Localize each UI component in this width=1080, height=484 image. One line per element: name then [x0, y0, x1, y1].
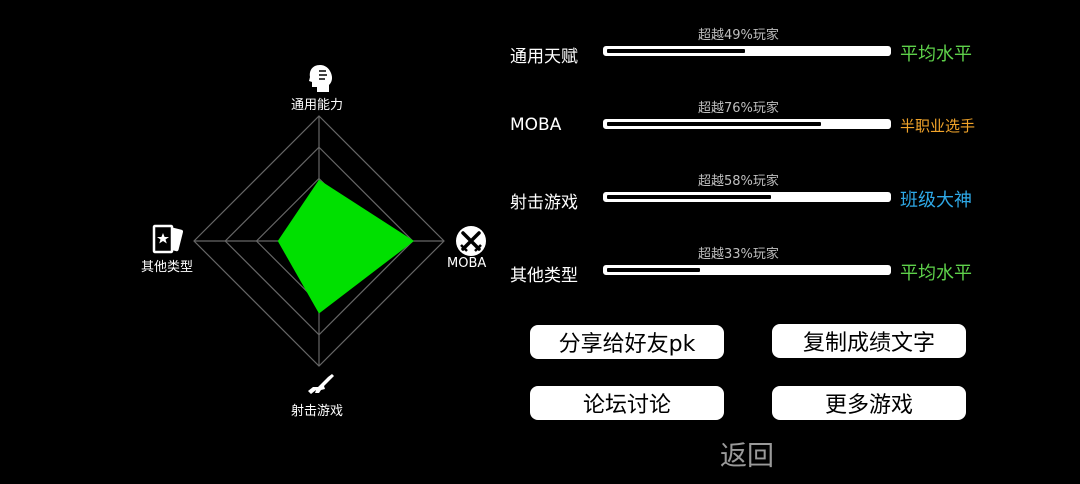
- stat-percentile: 超越49%玩家: [698, 28, 779, 43]
- stat-name: 通用天赋: [510, 47, 578, 67]
- stat-level: 平均水平: [900, 263, 972, 284]
- stat-level: 平均水平: [900, 44, 972, 65]
- stat-name: MOBA: [510, 115, 562, 135]
- stat-row-general: 通用天赋 超越49%玩家 平均水平: [510, 28, 1070, 70]
- radar-chart: [193, 115, 445, 367]
- stat-level: 班级大神: [900, 190, 972, 211]
- axis-label-general: 通用能力: [291, 98, 344, 113]
- stat-level: 半职业选手: [900, 117, 976, 135]
- share-pk-button[interactable]: 分享给好友pk: [530, 325, 724, 359]
- stat-percentile: 超越33%玩家: [698, 247, 779, 262]
- progress-bar: [603, 265, 891, 275]
- axis-label-shooter: 射击游戏: [291, 404, 344, 419]
- more-games-button[interactable]: 更多游戏: [772, 386, 966, 420]
- cards-icon: [152, 224, 183, 254]
- axis-label-other: 其他类型: [141, 260, 194, 275]
- progress-bar-fill: [607, 122, 822, 126]
- progress-bar: [603, 119, 891, 129]
- crossed-swords-icon: [456, 226, 486, 256]
- stat-row-other: 其他类型 超越33%玩家 平均水平: [510, 247, 1070, 289]
- stat-name: 其他类型: [510, 266, 578, 286]
- progress-bar-fill: [607, 268, 701, 272]
- back-button[interactable]: 返回: [720, 441, 774, 472]
- forum-button[interactable]: 论坛讨论: [530, 386, 724, 420]
- radar-data-polygon: [277, 179, 414, 314]
- stat-percentile: 超越58%玩家: [698, 174, 779, 189]
- person-head-icon: [309, 65, 333, 92]
- progress-bar-fill: [607, 195, 771, 199]
- progress-bar: [603, 46, 891, 56]
- stat-row-moba: MOBA 超越76%玩家 半职业选手: [510, 101, 1070, 143]
- copy-result-text-button[interactable]: 复制成绩文字: [772, 324, 966, 358]
- progress-bar-fill: [607, 49, 746, 53]
- rifle-icon: [308, 374, 334, 394]
- stat-name: 射击游戏: [510, 193, 578, 213]
- progress-bar: [603, 192, 891, 202]
- stat-percentile: 超越76%玩家: [698, 101, 779, 116]
- axis-label-moba: MOBA: [447, 256, 487, 271]
- stat-row-shooter: 射击游戏 超越58%玩家 班级大神: [510, 174, 1070, 216]
